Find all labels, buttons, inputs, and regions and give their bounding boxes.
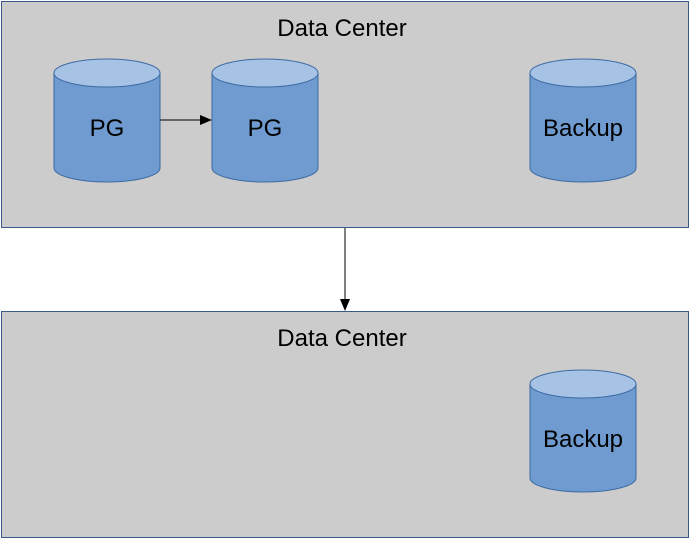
top-datacenter-title: Data Center — [277, 15, 406, 42]
database-pg-replica-label: PG — [248, 115, 283, 142]
bottom-datacenter: Data Center Backup — [1, 311, 689, 538]
bottom-datacenter-title: Data Center — [277, 325, 406, 352]
database-pg-primary: PG — [53, 58, 161, 183]
database-backup-bottom-label: Backup — [543, 426, 623, 453]
database-pg-primary-label: PG — [90, 115, 125, 142]
database-backup-top-label: Backup — [543, 115, 623, 142]
database-backup-bottom: Backup — [529, 369, 637, 493]
database-backup-top: Backup — [529, 58, 637, 183]
database-pg-replica: PG — [211, 58, 319, 183]
top-datacenter: Data Center PG PG Backup — [1, 1, 689, 228]
